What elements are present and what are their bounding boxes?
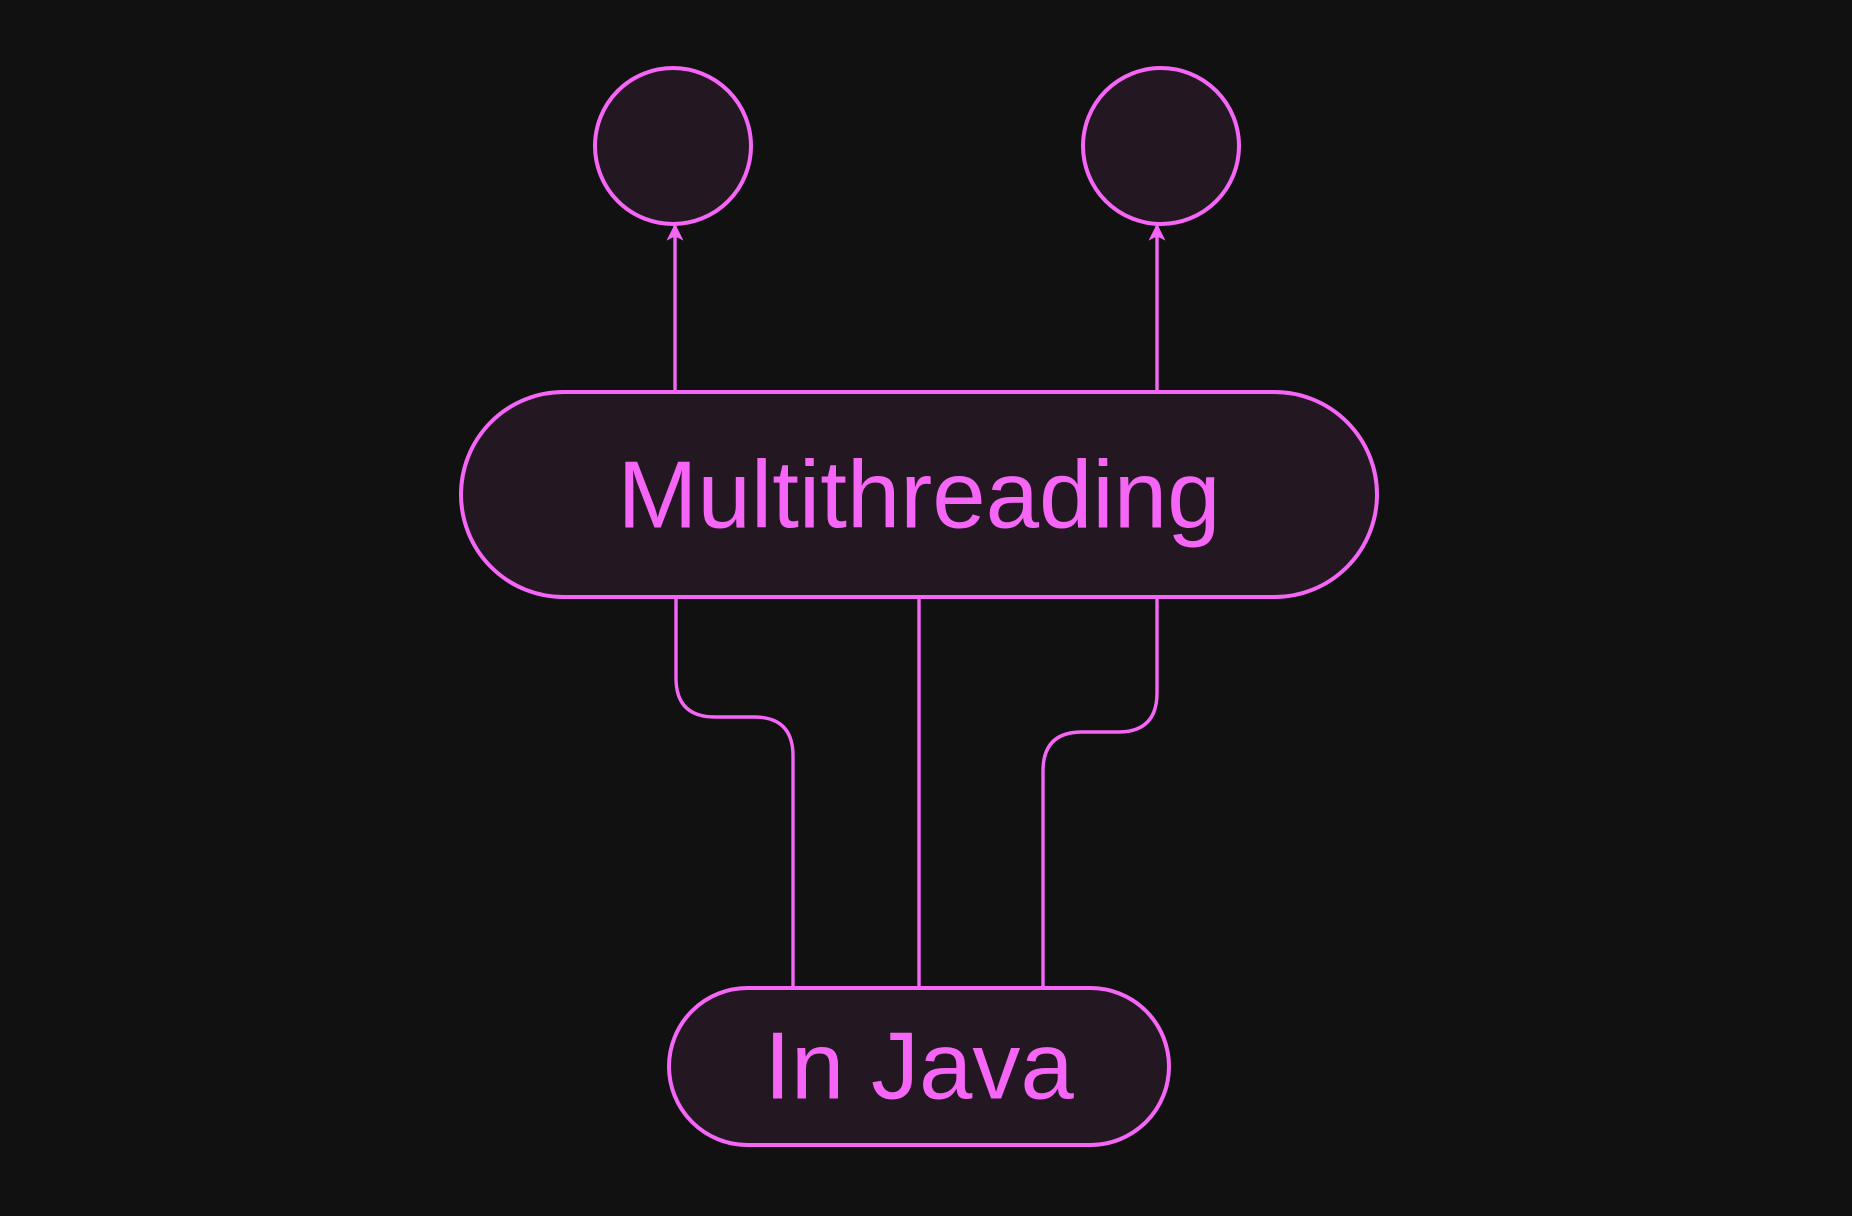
circle-node-left: [593, 66, 753, 226]
in-java-node-label: In Java: [764, 1013, 1074, 1120]
multithreading-node-shape: [459, 390, 1379, 599]
edge-multithreading-to-in-java-left: [674, 597, 795, 988]
in-java-node-shape: [667, 986, 1171, 1147]
edge-multithreading-to-in-java-right: [1041, 597, 1159, 988]
multithreading-node: Multithreading: [459, 390, 1379, 599]
in-java-node: In Java: [667, 986, 1171, 1147]
multithreading-node-label: Multithreading: [618, 442, 1221, 549]
circle-node-right: [1081, 66, 1241, 226]
